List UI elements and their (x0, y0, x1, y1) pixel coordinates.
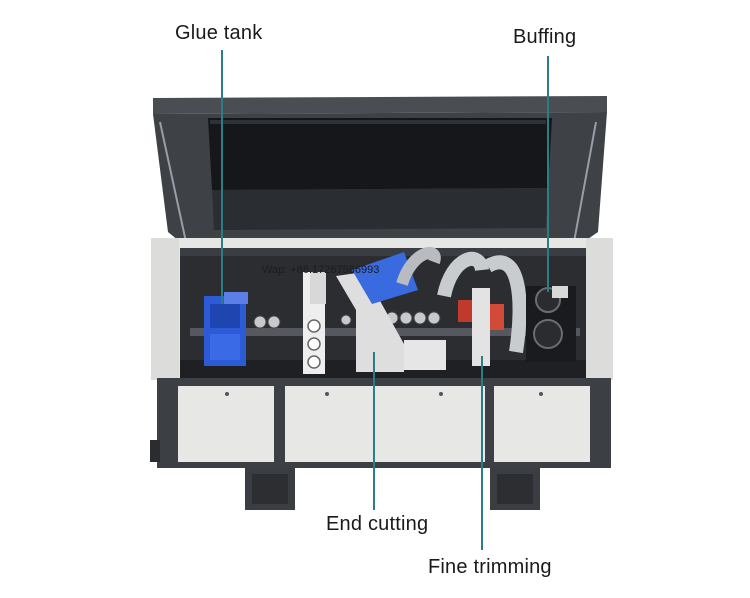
fine-trimming-label: Fine trimming (428, 556, 552, 578)
callout-leader-lines (221, 50, 549, 550)
end-cutting-label: End cutting (326, 513, 429, 535)
lid-glass-window (208, 118, 552, 190)
cabinet-door-center (285, 386, 485, 462)
glue-tank-label: Glue tank (175, 22, 263, 44)
end-cutting-unit (336, 252, 446, 372)
fine-trimming-unit (458, 288, 504, 366)
cabinet-door-left (178, 386, 274, 462)
cabinet-door-right (494, 386, 590, 462)
glue-tank-unit (204, 292, 248, 366)
buffing-unit (526, 286, 576, 362)
lower-cabinet (150, 378, 611, 468)
buffing-label: Buffing (513, 26, 577, 48)
machine-lid (153, 96, 607, 250)
contact-watermark: Wap: +86.17267586993 (262, 264, 380, 276)
machine-interior (190, 247, 580, 374)
machine-feet (245, 468, 540, 510)
